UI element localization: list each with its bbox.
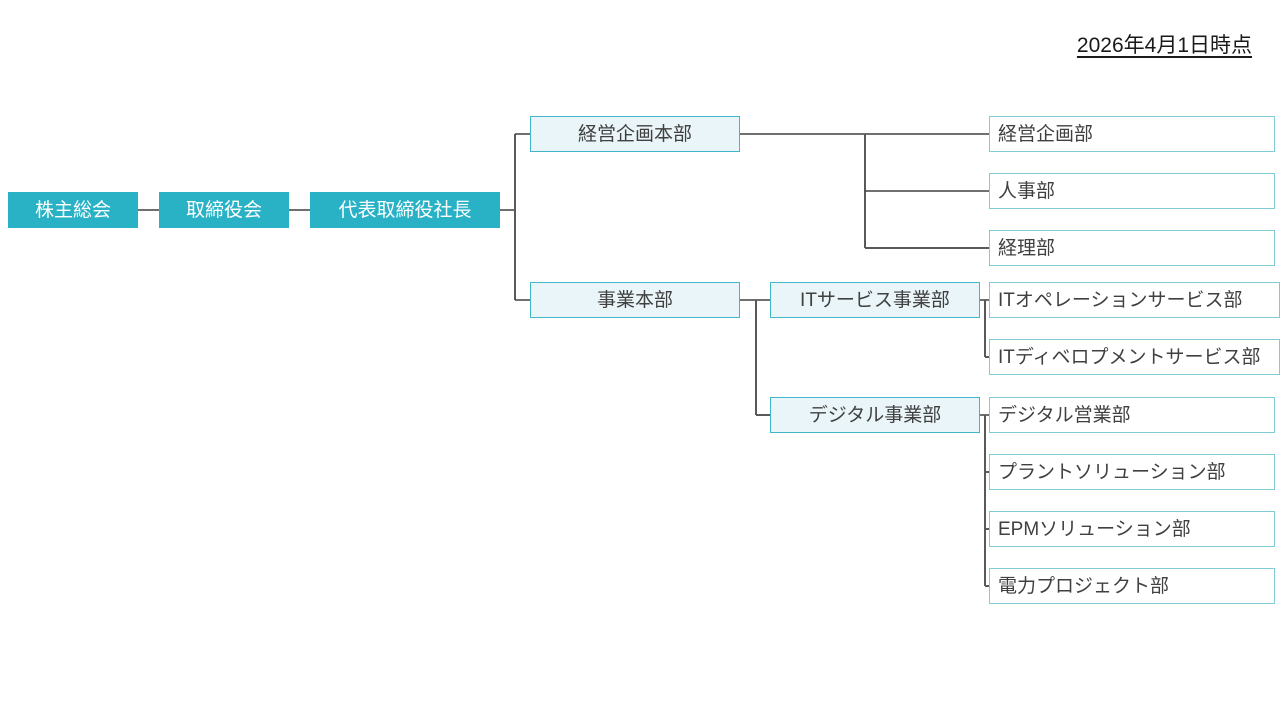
node-label: デジタル営業部 <box>998 404 1131 426</box>
node-label: ITサービス事業部 <box>800 289 950 311</box>
node-label: 経営企画部 <box>998 123 1094 145</box>
node-label: 取締役会 <box>185 199 262 221</box>
node-hr-dept: 人事部 <box>989 173 1275 209</box>
node-label: EPMソリューション部 <box>998 518 1191 540</box>
node-plant-solution-dept: プラントソリューション部 <box>989 454 1275 490</box>
node-label: 事業本部 <box>596 289 673 311</box>
node-label: ITオペレーションサービス部 <box>998 289 1243 311</box>
node-label: プラントソリューション部 <box>998 461 1226 483</box>
node-board-of-directors: 取締役会 <box>159 192 289 228</box>
node-digital-sales-dept: デジタル営業部 <box>989 397 1275 433</box>
node-shareholders-meeting: 株主総会 <box>8 192 138 228</box>
node-power-project-dept: 電力プロジェクト部 <box>989 568 1275 604</box>
node-label: 電力プロジェクト部 <box>998 575 1170 597</box>
node-digital-division: デジタル事業部 <box>770 397 980 433</box>
as-of-date: 2026年4月1日時点 <box>1076 34 1252 57</box>
node-label: デジタル事業部 <box>808 404 942 426</box>
node-label: 経理部 <box>998 237 1056 259</box>
node-it-service-division: ITサービス事業部 <box>770 282 980 318</box>
node-accounting-dept: 経理部 <box>989 230 1275 266</box>
node-label: 経営企画本部 <box>577 123 692 145</box>
node-label: 代表取締役社長 <box>338 199 472 221</box>
node-corporate-planning-dept: 経営企画部 <box>989 116 1275 152</box>
node-representative-director-president: 代表取締役社長 <box>310 192 500 228</box>
node-epm-solution-dept: EPMソリューション部 <box>989 511 1275 547</box>
node-label: 株主総会 <box>34 199 111 221</box>
node-corporate-planning-hq: 経営企画本部 <box>530 116 740 152</box>
node-label: ITディベロプメントサービス部 <box>998 346 1261 368</box>
node-business-hq: 事業本部 <box>530 282 740 318</box>
node-it-operation-service-dept: ITオペレーションサービス部 <box>989 282 1280 318</box>
node-label: 人事部 <box>998 180 1056 202</box>
node-it-development-service-dept: ITディベロプメントサービス部 <box>989 339 1280 375</box>
